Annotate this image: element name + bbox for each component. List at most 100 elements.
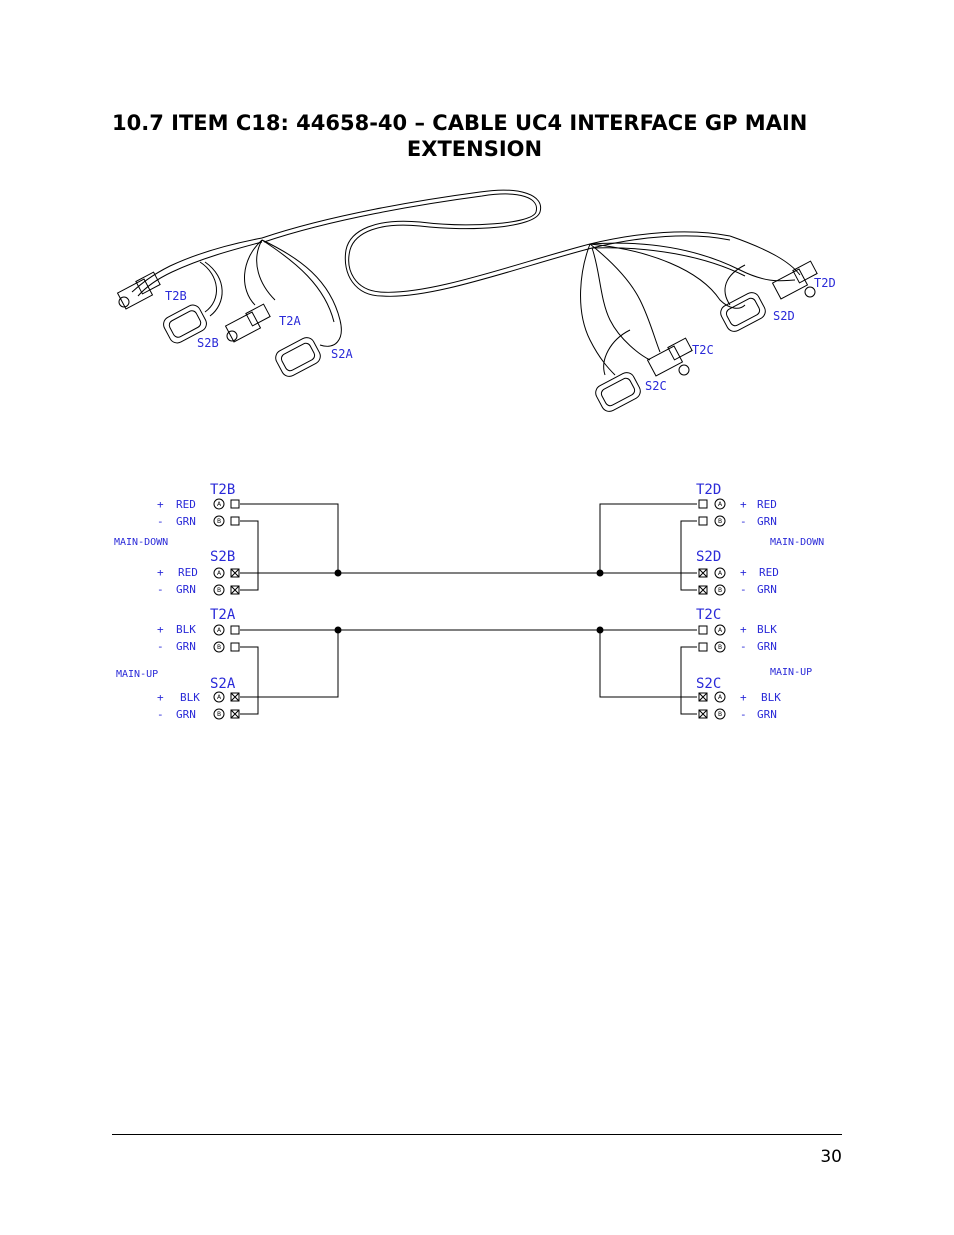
- svg-text:GRN: GRN: [757, 640, 777, 653]
- svg-text:RED: RED: [759, 566, 779, 579]
- svg-text:-: -: [157, 640, 164, 653]
- left-pin-row: +RED: [157, 566, 198, 579]
- heading-line-2: EXTENSION: [406, 137, 543, 161]
- illus-label-t2d: T2D: [814, 276, 836, 290]
- right-pin-letter: A: [718, 627, 723, 634]
- left-terminal-box: [230, 642, 240, 652]
- right-pin-row: -GRN: [740, 708, 777, 721]
- right-terminal-box: [698, 568, 708, 578]
- right-pin-letter: B: [718, 518, 722, 525]
- svg-text:GRN: GRN: [757, 515, 777, 528]
- right-terminal-box: [698, 709, 708, 719]
- terminal-boxes: [230, 499, 708, 719]
- left-pin-circle: [213, 498, 225, 510]
- svg-text:+: +: [740, 566, 747, 579]
- right-group-main-up: MAIN-UP: [770, 667, 812, 678]
- left-terminal-box: [230, 585, 240, 595]
- right-pin-circle: [714, 708, 726, 720]
- svg-text:GRN: GRN: [176, 515, 196, 528]
- left-terminal-x: [230, 692, 240, 702]
- left-connector-s2b: S2B: [210, 549, 235, 565]
- right-terminal-box: [698, 499, 708, 509]
- left-pin-letter: A: [217, 694, 222, 701]
- right-pin-letter: B: [718, 644, 722, 651]
- page-number: 30: [820, 1147, 842, 1167]
- left-terminal-x: [230, 568, 240, 578]
- svg-text:GRN: GRN: [176, 708, 196, 721]
- left-pin-circle: [213, 515, 225, 527]
- left-terminal-box: [230, 499, 240, 509]
- left-terminal-box: [230, 568, 240, 578]
- left-terminal-x: [230, 585, 240, 595]
- svg-text:+: +: [740, 623, 747, 636]
- right-connector-t2d: T2D: [696, 482, 721, 498]
- left-pin-row: -GRN: [157, 640, 196, 653]
- svg-text:RED: RED: [176, 498, 196, 511]
- left-connector-t2a: T2A: [210, 607, 236, 623]
- left-pin-circle: [213, 584, 225, 596]
- svg-text:-: -: [740, 708, 747, 721]
- left-group-main-down: MAIN-DOWN: [114, 537, 168, 548]
- left-pin-letter: A: [217, 627, 222, 634]
- right-terminal-x: [698, 568, 708, 578]
- right-pin-letter: A: [718, 570, 723, 577]
- svg-text:BLK: BLK: [180, 691, 200, 704]
- svg-text:GRN: GRN: [176, 583, 196, 596]
- svg-text:GRN: GRN: [176, 640, 196, 653]
- right-pin-row: -GRN: [740, 515, 777, 528]
- right-terminal-box: [698, 625, 708, 635]
- right-pin-circle: [714, 498, 726, 510]
- right-pin-letter: A: [718, 694, 723, 701]
- right-pin-circle: [714, 691, 726, 703]
- junction-dots: [334, 569, 604, 634]
- footer-rule: [112, 1134, 842, 1135]
- svg-text:-: -: [157, 515, 164, 528]
- right-pin-circle: [714, 515, 726, 527]
- right-pin-row: +BLK: [740, 691, 781, 704]
- left-connector-s2a: S2A: [210, 676, 236, 692]
- left-pin-row: -GRN: [157, 583, 196, 596]
- illus-label-s2d: S2D: [773, 309, 795, 323]
- right-pin-circle: [714, 641, 726, 653]
- left-pin-row: + BLK: [157, 623, 196, 636]
- right-pin-circle: [714, 567, 726, 579]
- right-terminal-x: [698, 585, 708, 595]
- svg-text:BLK: BLK: [176, 623, 196, 636]
- illus-label-t2b: T2B: [165, 289, 187, 303]
- right-connector-s2c: S2C: [696, 676, 721, 692]
- left-terminal-box: [230, 709, 240, 719]
- right-pin-row: +RED: [740, 498, 777, 511]
- right-terminal-box: [698, 585, 708, 595]
- left-pin-letter: B: [217, 711, 221, 718]
- svg-text:+: +: [157, 498, 164, 511]
- right-terminal-box: [698, 692, 708, 702]
- illus-label-t2c: T2C: [692, 343, 714, 357]
- right-pin-letter: B: [718, 711, 722, 718]
- right-terminal-box: [698, 516, 708, 526]
- svg-text:-: -: [157, 583, 164, 596]
- right-pin-circle: [714, 584, 726, 596]
- illus-label-s2a: S2A: [331, 347, 353, 361]
- svg-text:+: +: [157, 623, 164, 636]
- wiring-schematic: T2B S2B T2A S2A T2D S2D T2C S2C MAIN-DOW…: [114, 482, 824, 721]
- left-pin-letter: B: [217, 644, 221, 651]
- svg-text:-: -: [740, 640, 747, 653]
- svg-text:RED: RED: [757, 498, 777, 511]
- left-pin-circle: [213, 691, 225, 703]
- svg-text:GRN: GRN: [757, 708, 777, 721]
- illus-label-s2b: S2B: [197, 336, 219, 350]
- heading-line-1: 10.7 ITEM C18: 44658-40 – CABLE UC4 INTE…: [112, 111, 808, 135]
- left-pin-row: +BLK: [157, 691, 200, 704]
- svg-text:-: -: [740, 515, 747, 528]
- left-pin-circle: [213, 708, 225, 720]
- right-pin-letter: B: [718, 587, 722, 594]
- illus-label-s2c: S2C: [645, 379, 667, 393]
- right-terminal-box: [698, 642, 708, 652]
- right-pin-row: -GRN: [740, 640, 777, 653]
- left-pin-letter: A: [217, 501, 222, 508]
- svg-text:+: +: [157, 566, 164, 579]
- svg-text:BLK: BLK: [757, 623, 777, 636]
- illus-label-t2a: T2A: [279, 314, 301, 328]
